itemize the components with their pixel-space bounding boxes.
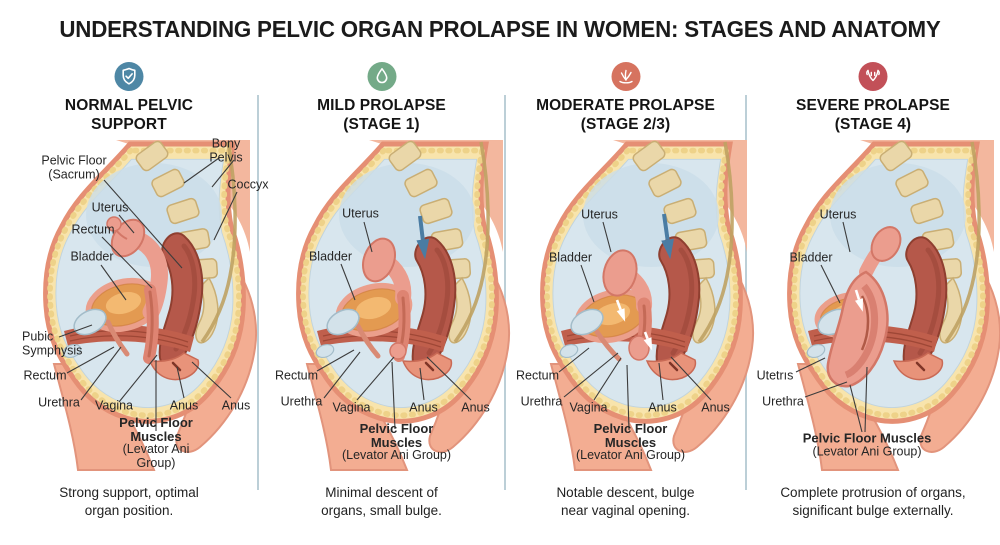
panel-caption: Complete protrusion of organs, significa… [780,485,966,518]
droplet-icon [367,62,396,91]
panel-caption: Minimal descent of organs, small bulge. [321,485,442,518]
panel-heading: SEVERE PROLAPSE (STAGE 4) [796,97,950,133]
anatomy-label: Rectum [23,368,67,383]
anatomy-label: Urethra [762,394,804,409]
panel-divider [504,95,506,490]
shield-check-icon [114,62,144,91]
anatomy-label: Vagina [332,400,371,415]
anatomy-label: Pelvic Floor Muscles(Levator Ani Group) [802,430,932,458]
anatomy-label: Anus [648,400,677,415]
anatomy-label: Urethra [38,395,80,410]
anatomy-label: Bladder [70,249,114,264]
panel-heading: MODERATE PROLAPSE (STAGE 2/3) [536,97,715,133]
anatomy-label: Utetrıs [756,368,794,383]
anatomy-label: Rectum [515,368,560,383]
anatomy-label: Urethra [280,394,323,409]
anatomy-label: Pelvic Floor(Sacrum) [41,153,107,181]
anatomy-label: Uterus [581,207,618,222]
anatomy-label: Pubic Symphysis [22,329,83,357]
page-title: UNDERSTANDING PELVIC ORGAN PROLAPSE IN W… [59,16,941,42]
anatomy-label: Anus [169,398,199,413]
anatomy-label: Anus [701,400,730,415]
anatomy-label: Pelvic Floor Muscles(Levator Ani Group) [341,420,452,462]
anatomy-label: Anus [461,400,490,415]
lotus-icon [611,62,640,91]
anatomy-label: Bladder [789,250,833,265]
anatomy-label: Uterus [819,207,857,222]
anatomy-label: Vagina [569,400,608,415]
panel-heading: NORMAL PELVIC SUPPORT [64,97,194,133]
anatomy-label: Rectum [71,222,115,237]
leader-lines [558,221,711,431]
anatomy-art [295,140,510,471]
anatomy-label: Bladder [308,249,353,264]
anatomy-label: Anus [409,400,438,415]
anatomy-art [787,140,1000,471]
anatomy-art [43,140,257,471]
panel-heading: MILD PROLAPSE (STAGE 1) [317,97,446,133]
anatomy-label: Rectum [274,368,319,383]
anatomy-label: Bladder [548,250,593,265]
anatomy-art [539,140,754,471]
anatomy-label: Coccyx [227,177,269,192]
anatomy-label: Uterus [342,206,379,221]
leader-lines [795,221,868,433]
leader-lines [58,157,238,431]
panel-divider [257,95,259,490]
pelvis-icon [858,62,888,91]
panel-caption: Notable descent, bulge near vaginal open… [556,485,695,518]
anatomy-label: Pelvic Floor Muscles(Levator Ani Group) [119,415,193,470]
panel-caption: Strong support, optimal organ position. [59,485,199,518]
anatomy-label: Pelvic Floor Muscles(Levator Ani Group) [575,420,686,462]
anatomy-label: Bony Pelvis [209,136,243,164]
anatomy-label: Vagina [95,398,133,413]
anatomy-label: Uterus [91,200,129,215]
panel-normal-support: NORMAL PELVIC SUPPORT Pelvic Floor(Sacru… [0,60,268,530]
anatomy-label: Urethra [520,394,563,409]
anatomy-label: Anus [221,398,251,413]
leader-lines [316,221,471,430]
